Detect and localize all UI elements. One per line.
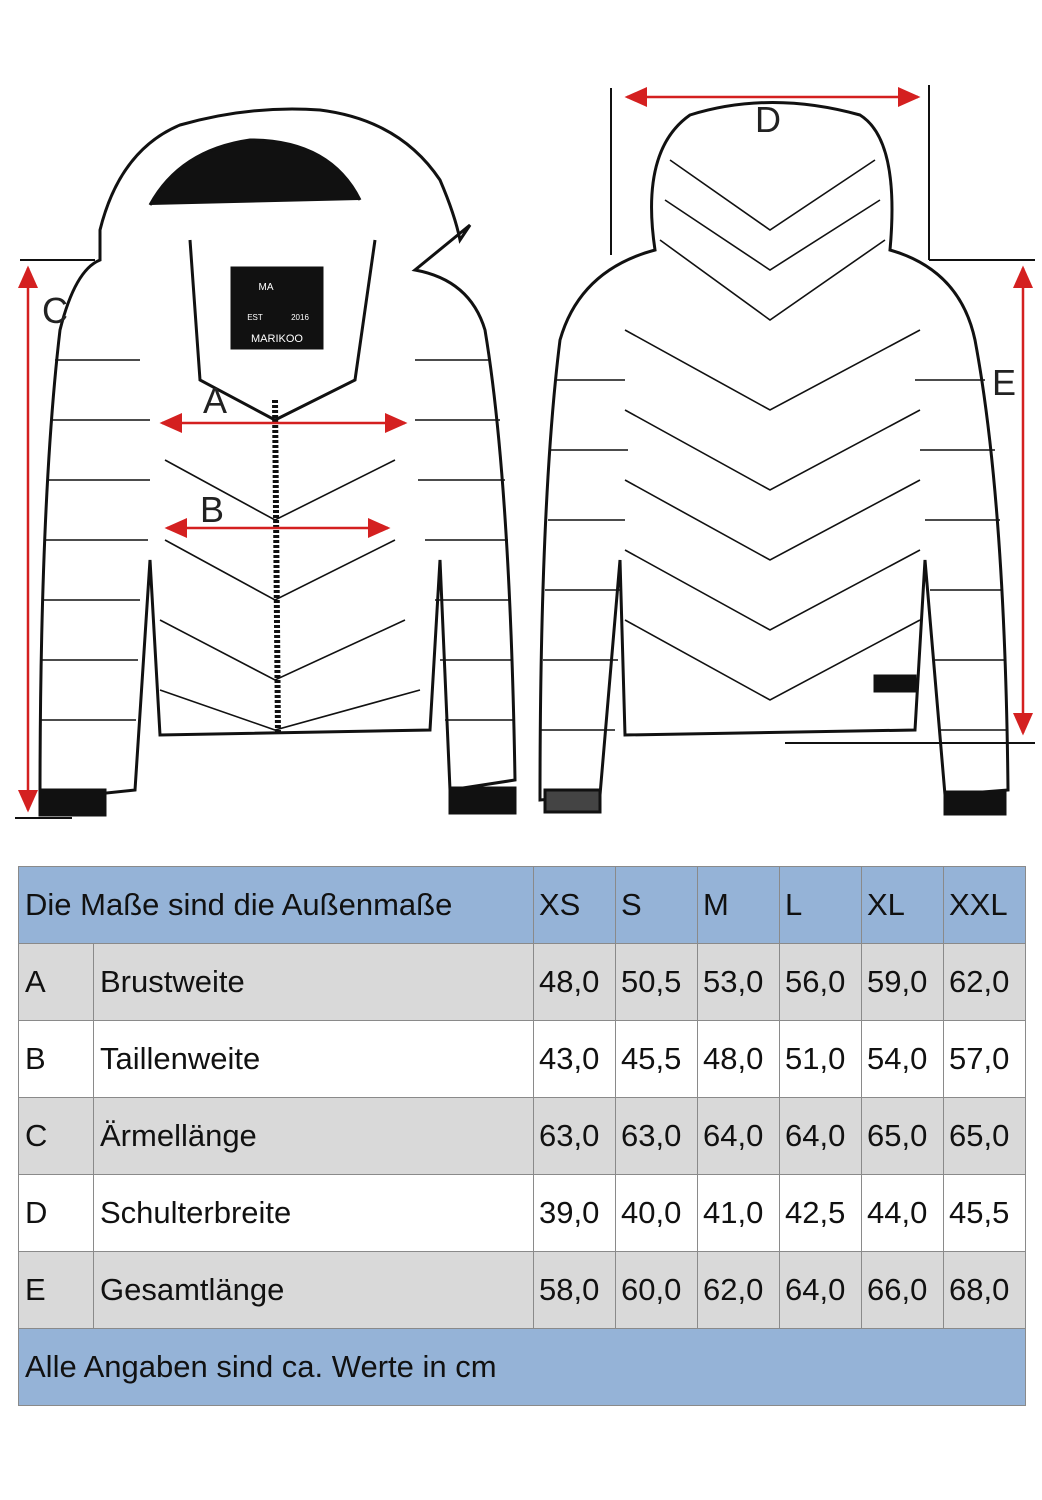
row-value: 57,0 — [943, 1020, 1026, 1098]
row-key: C — [18, 1097, 94, 1175]
row-value: 48,0 — [697, 1020, 780, 1098]
row-value: 64,0 — [697, 1097, 780, 1175]
table-footer-row: Alle Angaben sind ca. Werte in cm — [18, 1328, 1026, 1406]
back-jacket-drawing — [538, 101, 1010, 816]
row-value: 59,0 — [861, 943, 944, 1021]
size-xxl: XXL — [943, 866, 1026, 944]
size-m: M — [697, 866, 780, 944]
row-value: 45,5 — [943, 1174, 1026, 1252]
row-name: Schulterbreite — [93, 1174, 534, 1252]
header-title: Die Maße sind die Außenmaße — [18, 866, 534, 944]
jacket-illustration: MA MARIKOO EST 2016 C A B D E — [15, 85, 1035, 819]
logo-mark: MA — [259, 282, 274, 293]
label-e: E — [992, 362, 1016, 403]
row-value: 62,0 — [697, 1251, 780, 1329]
row-value: 58,0 — [533, 1251, 616, 1329]
row-key: D — [18, 1174, 94, 1252]
row-value: 40,0 — [615, 1174, 698, 1252]
row-name: Taillenweite — [93, 1020, 534, 1098]
row-value: 48,0 — [533, 943, 616, 1021]
row-value: 64,0 — [779, 1251, 862, 1329]
size-xs: XS — [533, 866, 616, 944]
row-value: 65,0 — [943, 1097, 1026, 1175]
row-value: 51,0 — [779, 1020, 862, 1098]
measurement-arrows — [18, 87, 1033, 813]
label-d: D — [755, 99, 781, 140]
row-value: 60,0 — [615, 1251, 698, 1329]
measurement-guides — [15, 85, 1035, 819]
row-value: 68,0 — [943, 1251, 1026, 1329]
label-a: A — [203, 380, 227, 421]
row-key: B — [18, 1020, 94, 1098]
row-value: 62,0 — [943, 943, 1026, 1021]
size-table: Die Maße sind die Außenmaße XS S M L XL … — [18, 866, 1026, 1406]
table-header-row: Die Maße sind die Außenmaße XS S M L XL … — [18, 866, 1026, 944]
row-name: Gesamtlänge — [93, 1251, 534, 1329]
row-value: 65,0 — [861, 1097, 944, 1175]
row-name: Ärmellänge — [93, 1097, 534, 1175]
row-value: 54,0 — [861, 1020, 944, 1098]
row-key: A — [18, 943, 94, 1021]
size-l: L — [779, 866, 862, 944]
row-value: 50,5 — [615, 943, 698, 1021]
logo-brand: MARIKOO — [251, 333, 303, 345]
logo-est: EST — [247, 313, 263, 322]
row-value: 41,0 — [697, 1174, 780, 1252]
row-value: 63,0 — [533, 1097, 616, 1175]
size-s: S — [615, 866, 698, 944]
front-jacket-drawing — [38, 107, 517, 817]
row-value: 45,5 — [615, 1020, 698, 1098]
row-name: Brustweite — [93, 943, 534, 1021]
size-xl: XL — [861, 866, 944, 944]
row-value: 64,0 — [779, 1097, 862, 1175]
label-c: C — [42, 290, 68, 331]
row-value: 44,0 — [861, 1174, 944, 1252]
row-value: 39,0 — [533, 1174, 616, 1252]
label-b: B — [200, 489, 224, 530]
row-value: 53,0 — [697, 943, 780, 1021]
row-value: 63,0 — [615, 1097, 698, 1175]
logo-year: 2016 — [291, 313, 309, 322]
row-value: 43,0 — [533, 1020, 616, 1098]
footer-note: Alle Angaben sind ca. Werte in cm — [18, 1328, 1026, 1406]
row-key: E — [18, 1251, 94, 1329]
row-value: 42,5 — [779, 1174, 862, 1252]
row-value: 56,0 — [779, 943, 862, 1021]
row-value: 66,0 — [861, 1251, 944, 1329]
